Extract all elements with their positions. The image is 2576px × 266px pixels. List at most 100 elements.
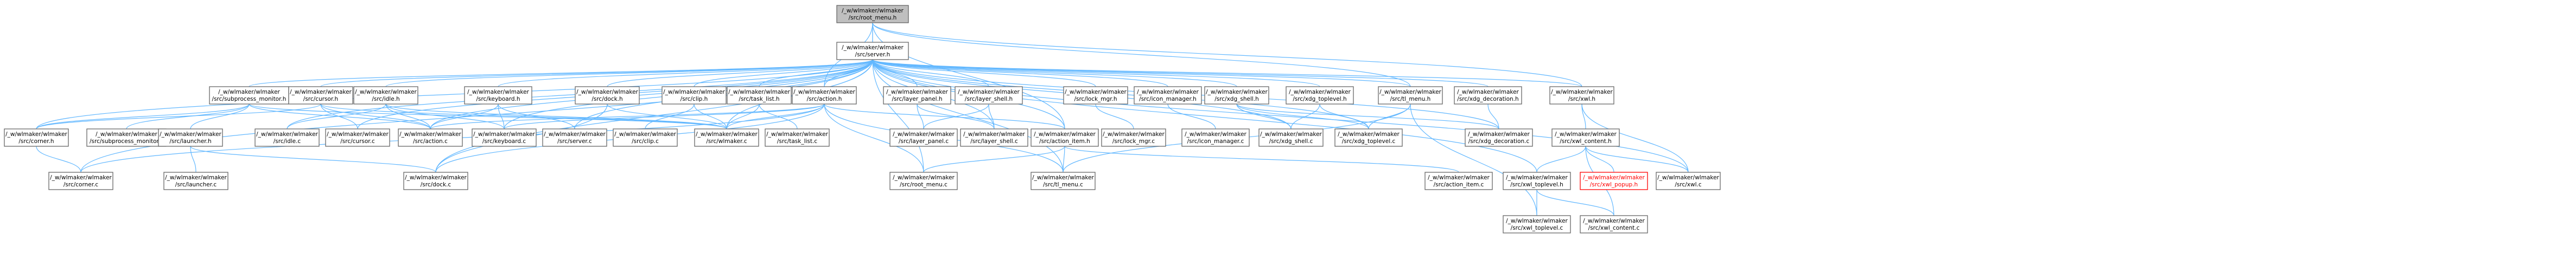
node-label-line2: /src/keyboard.c bbox=[482, 138, 526, 145]
edge-server-h-to-xwl-toplevel-h bbox=[872, 59, 1537, 173]
edge-server-h-to-root-menu-c bbox=[872, 59, 924, 173]
node-label-line1: /_w/wlmaker/wlmaker bbox=[958, 89, 1020, 95]
node-lock-mgr-h[interactable]: /_w/wlmaker/wlmaker/src/lock_mgr.h bbox=[1063, 86, 1128, 105]
node-xdg-toplevel-h[interactable]: /_w/wlmaker/wlmaker/src/xdg_toplevel.h bbox=[1286, 86, 1354, 105]
node-task-list-h[interactable]: /_w/wlmaker/wlmaker/src/task_list.h bbox=[727, 86, 792, 105]
node-label-line1: /_w/wlmaker/wlmaker bbox=[1551, 89, 1613, 95]
node-xwl-toplevel-c[interactable]: /_w/wlmaker/wlmaker/src/xwl_toplevel.c bbox=[1503, 215, 1571, 233]
node-action-item-c[interactable]: /_w/wlmaker/wlmaker/src/action_item.c bbox=[1424, 172, 1493, 190]
node-subprocess-monitor-c[interactable]: /_w/wlmaker/wlmaker/src/subprocess_monit… bbox=[86, 128, 167, 147]
node-lock-mgr-c[interactable]: /_w/wlmaker/wlmaker/src/lock_mgr.c bbox=[1101, 128, 1166, 147]
edge-server-h-to-dock-h bbox=[607, 59, 873, 87]
node-xdg-decoration-h[interactable]: /_w/wlmaker/wlmaker/src/xdg_decoration.h bbox=[1454, 86, 1522, 105]
edge-xwl-content-h-to-xwl-popup-h bbox=[1585, 146, 1614, 173]
node-keyboard-h[interactable]: /_w/wlmaker/wlmaker/src/keyboard.h bbox=[464, 86, 532, 105]
node-subprocess-monitor-h[interactable]: /_w/wlmaker/wlmaker/src/subprocess_monit… bbox=[209, 86, 289, 105]
node-xwl-content-c[interactable]: /_w/wlmaker/wlmaker/src/xwl_content.c bbox=[1580, 215, 1648, 233]
edge-lock-mgr-h-to-lock-mgr-c bbox=[1095, 103, 1134, 129]
node-label-line2: /src/icon_manager.c bbox=[1187, 138, 1244, 145]
node-xdg-shell-c[interactable]: /_w/wlmaker/wlmaker/src/xdg_shell.c bbox=[1258, 128, 1324, 147]
node-corner-h[interactable]: /_w/wlmaker/wlmaker/src/corner.h bbox=[4, 128, 69, 147]
node-clip-c[interactable]: /_w/wlmaker/wlmaker/src/clip.c bbox=[613, 128, 678, 147]
edge-root-to-xwl-h bbox=[872, 22, 1582, 87]
edge-server-h-to-idle-h bbox=[385, 59, 873, 87]
node-label-line1: /_w/wlmaker/wlmaker bbox=[842, 44, 904, 51]
node-xwl-toplevel-h[interactable]: /_w/wlmaker/wlmaker/src/xwl_toplevel.h bbox=[1503, 172, 1571, 190]
node-clip-h[interactable]: /_w/wlmaker/wlmaker/src/clip.h bbox=[662, 86, 727, 105]
edge-corner-h-to-corner-c bbox=[36, 146, 81, 173]
node-xwl-h[interactable]: /_w/wlmaker/wlmaker/src/xwl.h bbox=[1549, 86, 1614, 105]
node-idle-c[interactable]: /_w/wlmaker/wlmaker/src/idle.c bbox=[255, 128, 320, 147]
node-xdg-shell-h[interactable]: /_w/wlmaker/wlmaker/src/xdg_shell.h bbox=[1204, 86, 1269, 105]
node-label-line1: /_w/wlmaker/wlmaker bbox=[256, 131, 318, 138]
node-corner-c[interactable]: /_w/wlmaker/wlmaker/src/corner.c bbox=[48, 172, 113, 190]
node-tl-menu-c[interactable]: /_w/wlmaker/wlmaker/src/tl_menu.c bbox=[1031, 172, 1096, 190]
node-box bbox=[163, 172, 228, 190]
node-dock-c[interactable]: /_w/wlmaker/wlmaker/src/dock.c bbox=[403, 172, 468, 190]
node-layer-shell-h[interactable]: /_w/wlmaker/wlmaker/src/layer_shell.h bbox=[955, 86, 1023, 105]
node-label-line2: /src/action_item.c bbox=[1434, 181, 1484, 188]
node-root[interactable]: /_w/wlmaker/wlmaker/src/root_menu.h bbox=[836, 5, 909, 23]
node-box bbox=[1424, 172, 1493, 190]
node-xdg-toplevel-c[interactable]: /_w/wlmaker/wlmaker/src/xdg_toplevel.c bbox=[1334, 128, 1403, 147]
node-keyboard-c[interactable]: /_w/wlmaker/wlmaker/src/keyboard.c bbox=[472, 128, 537, 147]
node-launcher-h[interactable]: /_w/wlmaker/wlmaker/src/launcher.h bbox=[158, 128, 223, 147]
node-idle-h[interactable]: /_w/wlmaker/wlmaker/src/idle.h bbox=[353, 86, 418, 105]
edge-xdg-shell-h-to-xdg-shell-c bbox=[1236, 103, 1292, 129]
node-xwl-popup-h[interactable]: /_w/wlmaker/wlmaker/src/xwl_popup.h bbox=[1580, 172, 1648, 190]
node-layer-panel-h[interactable]: /_w/wlmaker/wlmaker/src/layer_panel.h bbox=[883, 86, 951, 105]
edge-server-h-to-tl-menu-h bbox=[872, 59, 1411, 87]
node-root-menu-c[interactable]: /_w/wlmaker/wlmaker/src/root_menu.c bbox=[889, 172, 958, 190]
node-box bbox=[48, 172, 113, 190]
edge-xwl-content-h-to-xwl-c bbox=[1585, 146, 1689, 173]
node-xwl-c[interactable]: /_w/wlmaker/wlmaker/src/xwl.c bbox=[1656, 172, 1721, 190]
node-label-line2: /src/xwl_content.h bbox=[1560, 138, 1612, 145]
node-box bbox=[1551, 128, 1620, 147]
node-label-line1: /_w/wlmaker/wlmaker bbox=[96, 131, 157, 138]
node-box bbox=[836, 5, 909, 23]
node-box bbox=[255, 128, 320, 147]
node-cursor-h[interactable]: /_w/wlmaker/wlmaker/src/cursor.h bbox=[288, 86, 353, 105]
node-label-line1: /_w/wlmaker/wlmaker bbox=[399, 131, 461, 138]
node-label-line1: /_w/wlmaker/wlmaker bbox=[1457, 89, 1519, 95]
node-label-line1: /_w/wlmaker/wlmaker bbox=[1185, 131, 1246, 138]
node-xwl-content-h[interactable]: /_w/wlmaker/wlmaker/src/xwl_content.h bbox=[1551, 128, 1620, 147]
node-action-item-h[interactable]: /_w/wlmaker/wlmaker/src/action_item.h bbox=[1031, 128, 1099, 147]
node-label-line1: /_w/wlmaker/wlmaker bbox=[160, 131, 221, 138]
node-cursor-c[interactable]: /_w/wlmaker/wlmaker/src/cursor.c bbox=[325, 128, 390, 147]
node-action-c[interactable]: /_w/wlmaker/wlmaker/src/action.c bbox=[398, 128, 463, 147]
node-server-h[interactable]: /_w/wlmaker/wlmaker/src/server.h bbox=[836, 42, 909, 60]
node-box bbox=[1656, 172, 1721, 190]
node-label-line2: /src/tl_menu.h bbox=[1390, 96, 1431, 102]
node-action-h[interactable]: /_w/wlmaker/wlmaker/src/action.h bbox=[792, 86, 857, 105]
node-wlmaker-c[interactable]: /_w/wlmaker/wlmaker/src/wlmaker.c bbox=[694, 128, 759, 147]
node-xdg-decoration-c[interactable]: /_w/wlmaker/wlmaker/src/xdg_decoration.c bbox=[1465, 128, 1533, 147]
edge-keyboard-h-to-keyboard-c bbox=[498, 103, 505, 129]
node-icon-manager-h[interactable]: /_w/wlmaker/wlmaker/src/icon_manager.h bbox=[1134, 86, 1202, 105]
edge-layer-shell-h-to-layer-panel-c bbox=[923, 103, 989, 129]
node-layer-panel-c[interactable]: /_w/wlmaker/wlmaker/src/layer_panel.c bbox=[889, 128, 958, 147]
edge-action-h-to-root-menu-c bbox=[824, 103, 924, 173]
node-layer-shell-c[interactable]: /_w/wlmaker/wlmaker/src/layer_shell.c bbox=[960, 128, 1028, 147]
edge-task-list-h-to-task-list-c bbox=[759, 103, 798, 129]
node-label-line2: /src/subprocess_monitor.c bbox=[90, 138, 163, 145]
node-label-line2: /src/server.h bbox=[855, 51, 891, 58]
node-box bbox=[955, 86, 1023, 105]
node-tl-menu-h[interactable]: /_w/wlmaker/wlmaker/src/tl_menu.h bbox=[1378, 86, 1443, 105]
node-server-c[interactable]: /_w/wlmaker/wlmaker/src/server.c bbox=[542, 128, 607, 147]
node-icon-manager-c[interactable]: /_w/wlmaker/wlmaker/src/icon_manager.c bbox=[1181, 128, 1250, 147]
node-label-line1: /_w/wlmaker/wlmaker bbox=[1428, 174, 1490, 181]
node-label-line2: /src/lock_mgr.h bbox=[1074, 96, 1117, 102]
node-box bbox=[1549, 86, 1614, 105]
node-launcher-c[interactable]: /_w/wlmaker/wlmaker/src/launcher.c bbox=[163, 172, 228, 190]
edge-tl-menu-h-to-xdg-toplevel-c bbox=[1368, 103, 1411, 129]
edge-server-h-to-clip-h bbox=[694, 59, 873, 87]
node-task-list-c[interactable]: /_w/wlmaker/wlmaker/src/task_list.c bbox=[765, 128, 830, 147]
node-label-line1: /_w/wlmaker/wlmaker bbox=[1289, 89, 1351, 95]
edge-xwl-content-h-to-xwl-toplevel-h bbox=[1536, 146, 1586, 173]
edge-subprocess-monitor-h-to-launcher-h bbox=[190, 103, 250, 129]
node-dock-h[interactable]: /_w/wlmaker/wlmaker/src/dock.h bbox=[575, 86, 640, 105]
edge-idle-h-to-wlmaker-c bbox=[385, 103, 727, 129]
node-label-line1: /_w/wlmaker/wlmaker bbox=[5, 131, 67, 138]
